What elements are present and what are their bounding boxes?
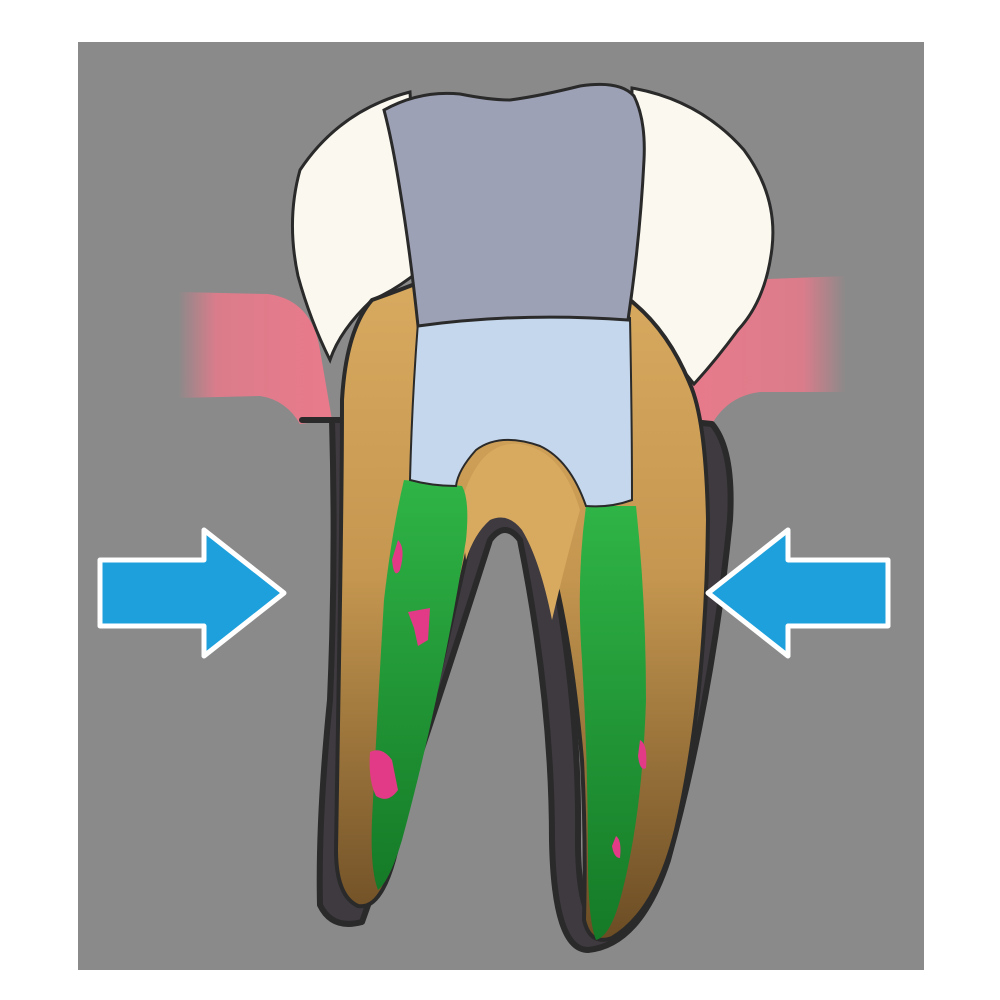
restoration: [382, 82, 646, 328]
canal-residue-spot: [638, 740, 647, 769]
gum-left: [178, 292, 332, 424]
canal-residue-spot: [612, 836, 621, 858]
arrow-right-icon: [97, 527, 287, 659]
enamel-left: [290, 90, 422, 364]
canal-residue-spot: [369, 750, 398, 799]
liner: [408, 313, 634, 508]
canal-residue-spot: [408, 608, 430, 646]
canal-residue-spot: [392, 540, 403, 574]
root-canal-filling-right: [579, 506, 646, 940]
arrow-left-icon: [705, 527, 891, 659]
dentin-furcation: [462, 443, 580, 620]
